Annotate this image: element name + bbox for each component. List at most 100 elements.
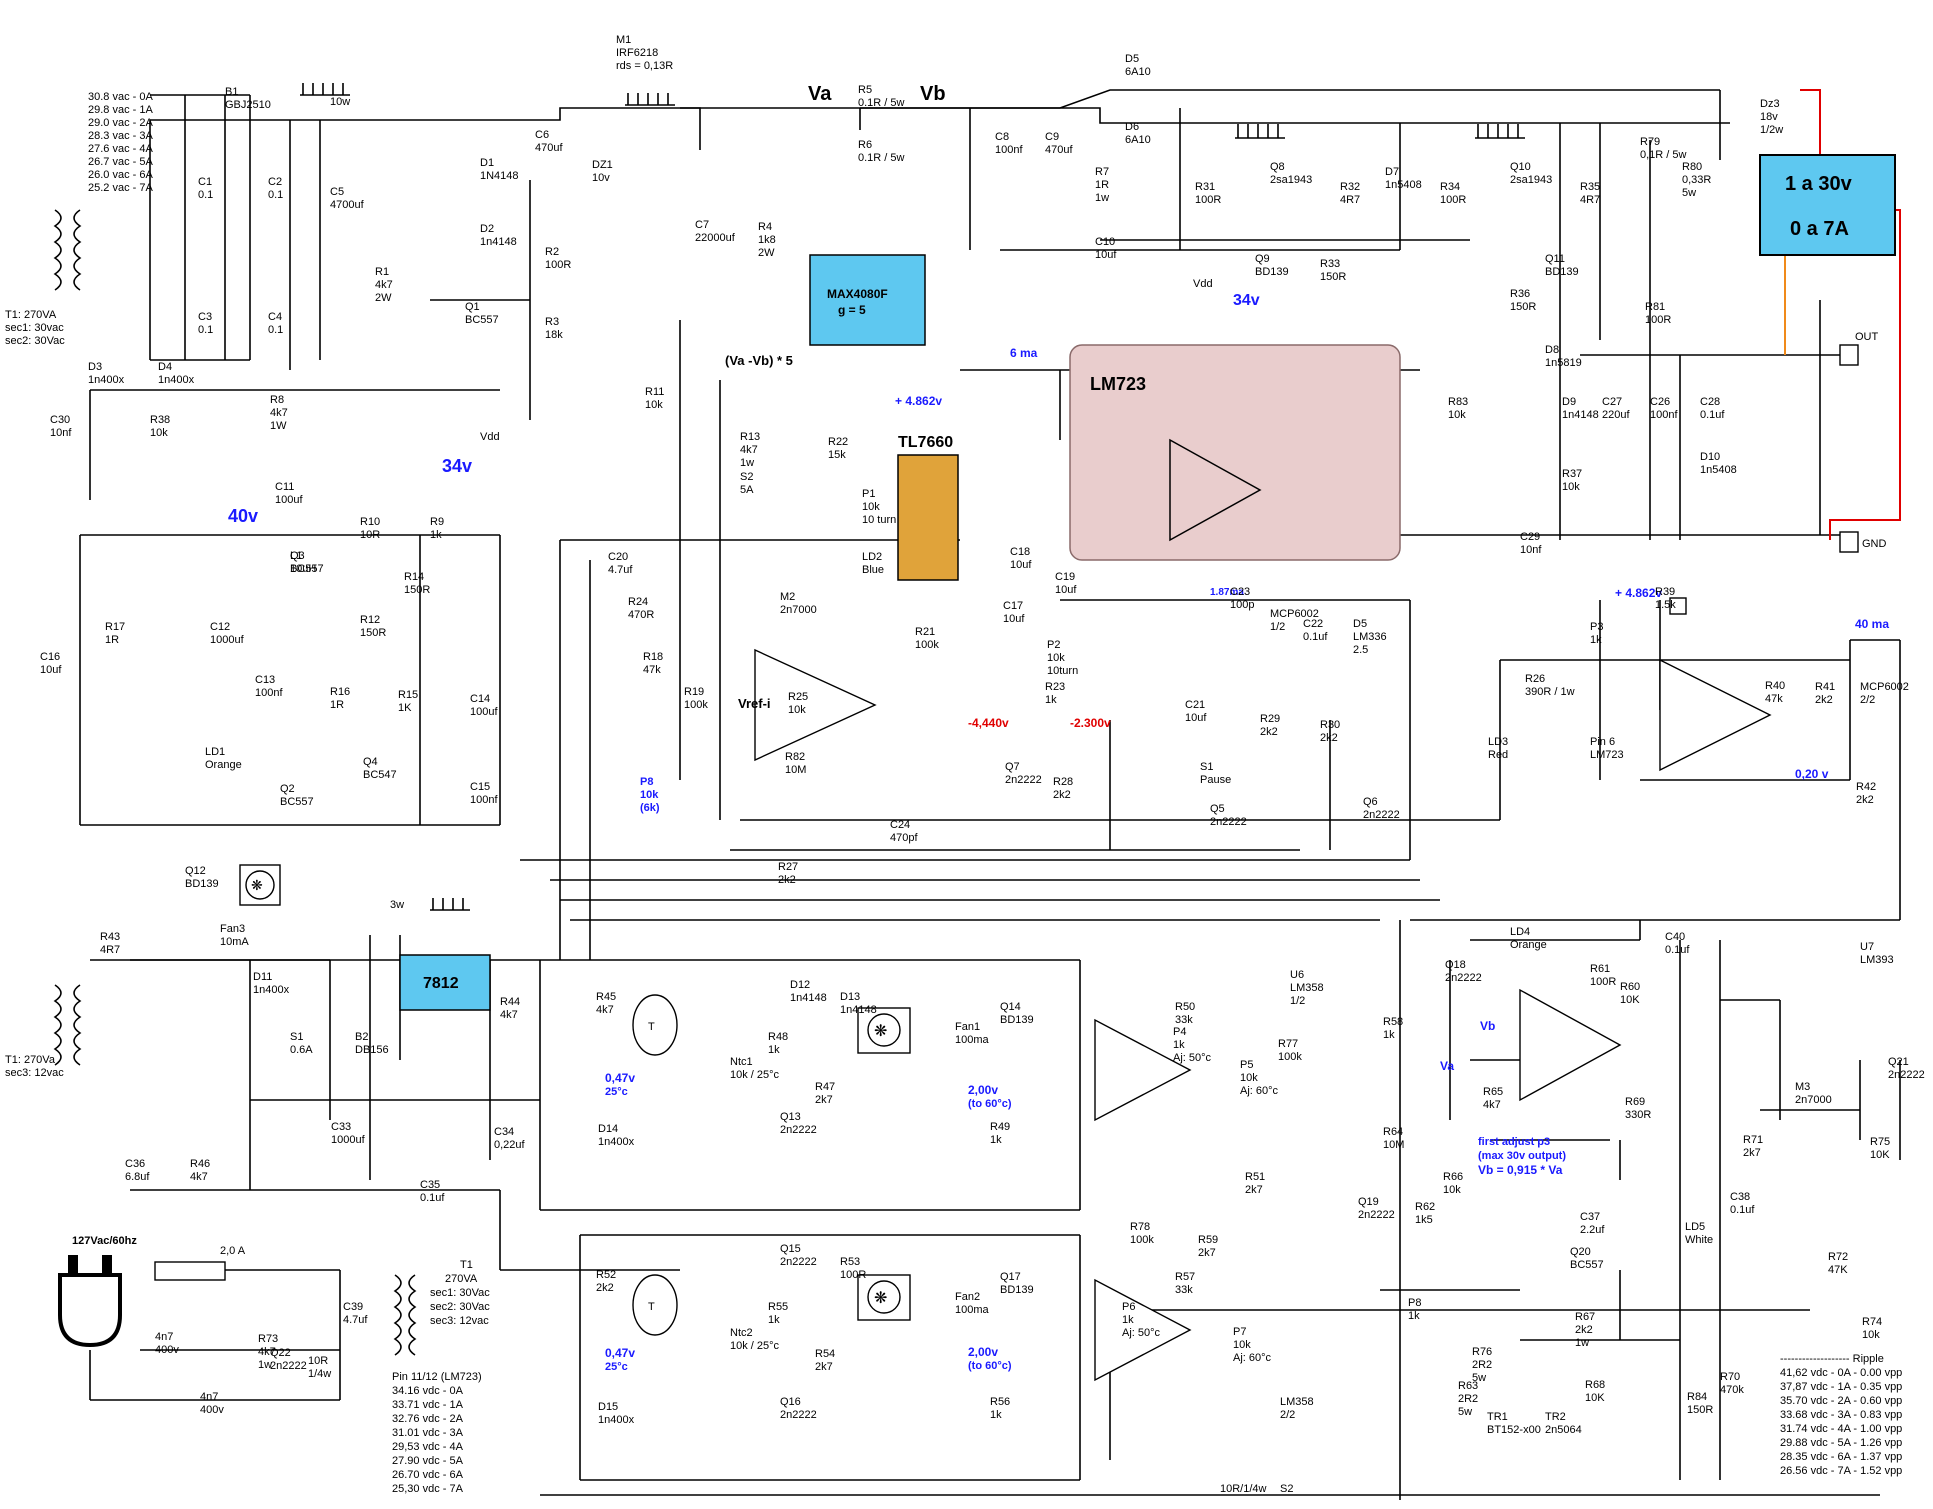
tap-6: 26.0 vac - 6A: [88, 169, 153, 181]
part-label: 10k: [1443, 1184, 1461, 1196]
part-label: C34: [494, 1126, 514, 1138]
part-label: 2R2: [1458, 1393, 1478, 1405]
part-label: D4: [158, 361, 172, 373]
part-label: LD5: [1685, 1221, 1705, 1233]
part-label: P2: [1047, 639, 1060, 651]
part-label: R33: [1320, 258, 1340, 270]
part-label: 10nf: [50, 427, 72, 439]
part-label: D13: [840, 991, 860, 1003]
part-label: 1k: [1173, 1039, 1185, 1051]
terminals: [1669, 344, 1859, 615]
part-label: 47k: [643, 664, 661, 676]
part-label: LD3: [1488, 736, 1508, 748]
part-label: 1n400x: [253, 984, 290, 996]
part-label: BC547: [363, 769, 397, 781]
part-label: 1n4148: [790, 992, 827, 1004]
part-label: Q5: [1210, 803, 1225, 815]
fuse-label: 2,0 A: [220, 1245, 246, 1257]
pin1112-5: 29,53 vdc - 4A: [392, 1441, 464, 1453]
part-label: R59: [1198, 1234, 1218, 1246]
part-label: 10K: [1585, 1392, 1605, 1404]
part-label: Q20: [1570, 1246, 1591, 1258]
part-label: 1n400x: [88, 374, 125, 386]
part-label: Q14: [1000, 1001, 1021, 1013]
part-label: 2k7: [815, 1361, 833, 1373]
part-label: C33: [331, 1121, 351, 1133]
part-label: 4R7: [100, 944, 120, 956]
adjust-note-1: first adjust p3: [1478, 1136, 1550, 1148]
part-label: R76: [1472, 1346, 1492, 1358]
part-label: U6: [1290, 969, 1304, 981]
output-box: 1 a 30v 0 a 7A: [1759, 154, 1896, 256]
tap-0: 30.8 vac - 0A: [88, 91, 153, 103]
part-label: 1k: [1408, 1310, 1420, 1322]
part-label: C37: [1580, 1211, 1600, 1223]
part-label: 100ma: [955, 1034, 990, 1046]
part-label: 150R: [1320, 271, 1346, 283]
reg7812-label: 7812: [423, 975, 459, 992]
part-label: R74: [1862, 1316, 1882, 1328]
part-label: R25: [788, 691, 808, 703]
part-label: R22: [828, 436, 848, 448]
part-label: 2k2: [778, 874, 796, 886]
part-label: R56: [990, 1396, 1010, 1408]
part-label: R24: [628, 596, 648, 608]
part-label: R10: [360, 516, 380, 528]
part-label: 0.1uf: [420, 1192, 445, 1204]
part-label: P4: [1173, 1026, 1186, 1038]
part-label: C10: [1095, 236, 1115, 248]
part-label: R70: [1720, 1371, 1740, 1383]
part-label: 1.5k: [1655, 599, 1676, 611]
part-label: 1R: [330, 699, 344, 711]
part-label: P3: [1590, 621, 1603, 633]
ntc1-temp: 25°c: [605, 1086, 628, 1098]
t1-va: 270VA: [445, 1273, 478, 1285]
fans: ❋ ❋ ❋: [239, 864, 911, 1321]
part-label: R14: [404, 571, 424, 583]
part-label: R28: [1053, 776, 1073, 788]
out-label: OUT: [1855, 331, 1879, 343]
v34-label-2: 34v: [442, 456, 472, 476]
part-label: 10k: [1240, 1072, 1258, 1084]
part-label: 1N4148: [480, 170, 519, 182]
part-label: Q13: [780, 1111, 801, 1123]
t1-sec2b: sec2: 30Vac: [430, 1301, 490, 1313]
part-label: 0,22uf: [494, 1139, 526, 1151]
part-label: C28: [1700, 396, 1720, 408]
part-label: 2n5064: [1545, 1424, 1582, 1436]
output-range-a: 0 a 7A: [1790, 218, 1849, 240]
part-label: 0.1: [198, 189, 213, 201]
part-label: R66: [1443, 1171, 1463, 1183]
part-label: 2n7000: [780, 604, 817, 616]
part-label: 1n5819: [1545, 357, 1582, 369]
part-label: C14: [470, 693, 490, 705]
part-label: Fan1: [955, 1021, 980, 1033]
part-label: 4n7: [155, 1331, 173, 1343]
p5-temp: (to 60°c): [968, 1098, 1012, 1110]
part-label: 2k7: [815, 1094, 833, 1106]
part-label: Pin 6: [1590, 736, 1615, 748]
part-label: C12: [210, 621, 230, 633]
part-label: LM358: [1290, 982, 1324, 994]
part-label: 2.5: [1353, 644, 1368, 656]
part-label: R23: [1045, 681, 1065, 693]
vm2300-label: -2.300v: [1070, 716, 1111, 730]
part-label: 2n2222: [1005, 774, 1042, 786]
part-label: 100k: [684, 699, 708, 711]
part-label: D1: [480, 157, 494, 169]
part-label: 1w: [258, 1359, 272, 1371]
part-label: 1k: [1122, 1314, 1134, 1326]
part-label: 2n2222: [780, 1124, 817, 1136]
ma6-label: 6 ma: [1010, 346, 1038, 360]
vref-label-2: + 4.862v: [1615, 586, 1662, 600]
part-label: 0.1uf: [1665, 944, 1690, 956]
part-label: Q7: [1005, 761, 1020, 773]
part-label: Fan2: [955, 1291, 980, 1303]
part-label: 0.1: [268, 189, 283, 201]
part-label: 2.2uf: [1580, 1224, 1605, 1236]
part-label: 470k: [1720, 1384, 1744, 1396]
part-label: R44: [500, 996, 520, 1008]
part-label: 1/2w: [1760, 124, 1783, 136]
part-label: R36: [1510, 288, 1530, 300]
part-label: 22000uf: [695, 232, 736, 244]
